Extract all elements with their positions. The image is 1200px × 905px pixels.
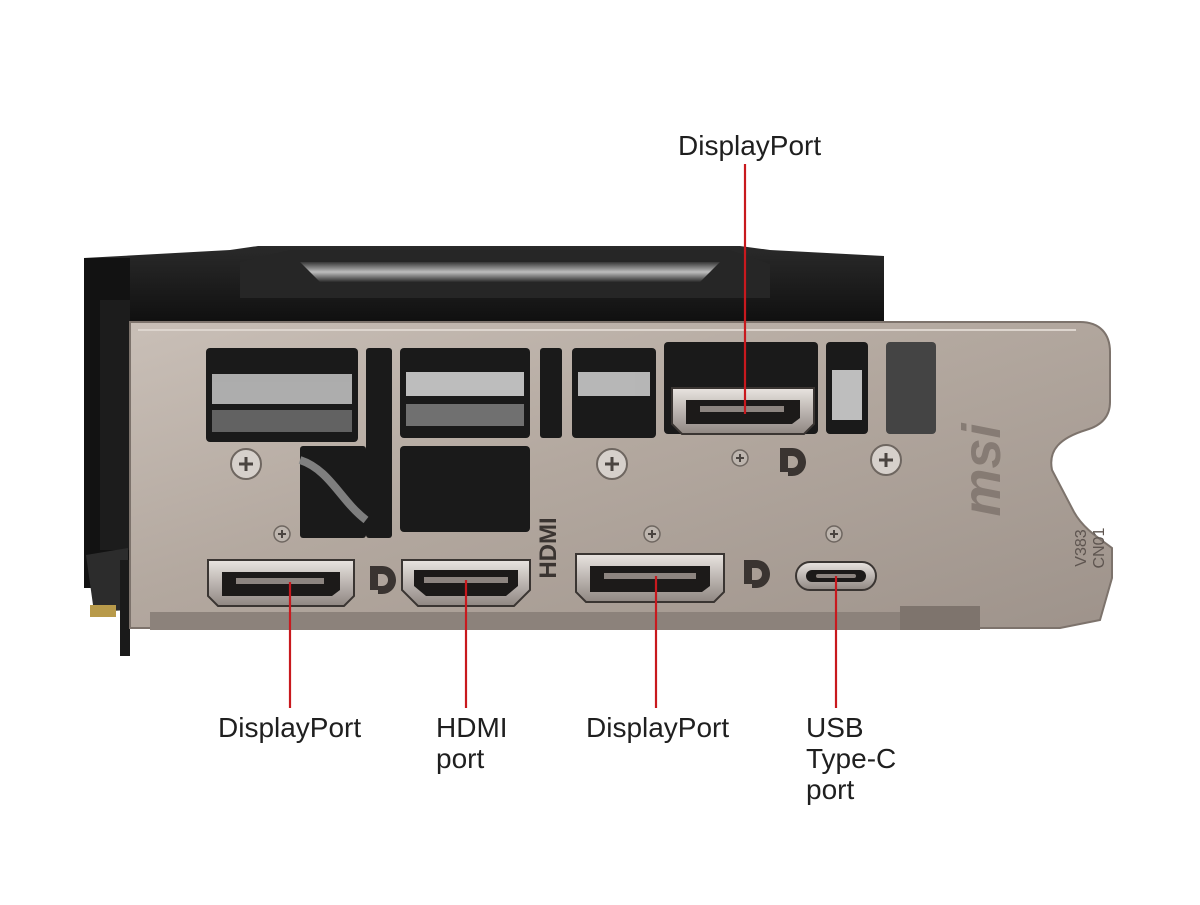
- displayport-bottom-right: [575, 553, 725, 603]
- label-hdmi-line-2: port: [436, 743, 485, 774]
- gold-contact: [90, 605, 116, 617]
- label-hdmi-port: HDMI port: [436, 712, 508, 774]
- cooler-shroud: [84, 246, 884, 656]
- label-usb-c-line-1: USB: [806, 712, 864, 743]
- bracket-screws: [230, 444, 902, 543]
- displayport-top: [671, 387, 815, 435]
- label-usb-c-line-2: Type-C: [806, 743, 897, 774]
- bracket-code-engraving-2: CN01: [1091, 527, 1108, 568]
- leader-lines: [288, 164, 838, 708]
- hdmi-engraving: HDMI: [535, 517, 562, 578]
- label-hdmi-line-1: HDMI: [436, 712, 508, 743]
- displayport-bottom-left: [207, 559, 355, 607]
- bracket-code-engraving-1: V383: [1073, 529, 1090, 566]
- label-displayport-right: DisplayPort: [586, 712, 730, 743]
- heatsink-behind-vents: [212, 370, 862, 524]
- label-usb-c-port: USB Type-C port: [806, 712, 896, 805]
- msi-logo-engraving: msi: [952, 422, 1012, 516]
- label-top-displayport: DisplayPort: [678, 130, 822, 161]
- dp-logo-marks: [370, 448, 806, 594]
- label-displayport-left: DisplayPort: [218, 712, 362, 743]
- pcb-edge: [86, 548, 128, 612]
- label-usb-c-line-3: port: [806, 774, 855, 805]
